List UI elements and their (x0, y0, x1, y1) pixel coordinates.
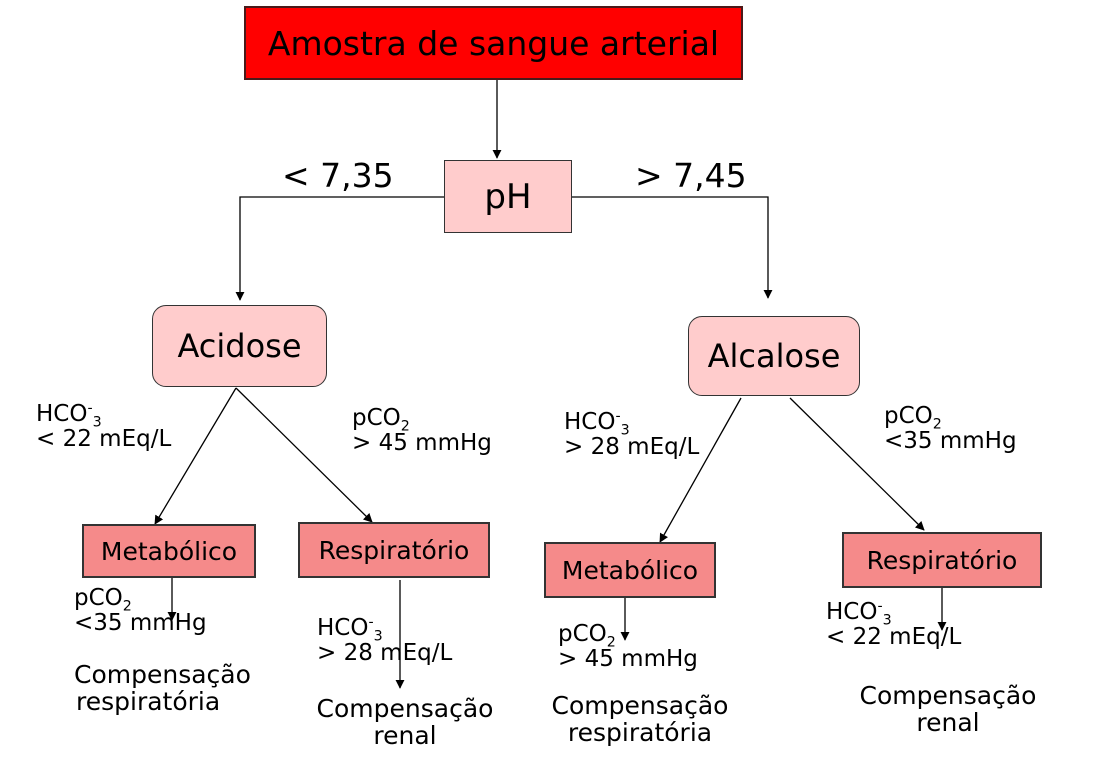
alcalose-box: Alcalose (688, 316, 860, 396)
right-threshold: > 7,45 (635, 156, 747, 195)
acid-respiratorio-compensation: Compensação renal (316, 694, 494, 750)
criterion-prefix: HCO (317, 615, 369, 641)
acid-metabolico-label: Metabólico (100, 536, 238, 566)
alcalose-right-criterion: pCO2 <35 mmHg (884, 403, 1017, 454)
alcalose-left-criterion: HCO-3 > 28 mEq/L (564, 408, 700, 460)
criterion-value: > 28 mEq/L (564, 433, 700, 460)
acidose-right-criterion: pCO2 > 45 mmHg (352, 405, 492, 456)
acid-metabolico-box: Metabólico (82, 524, 256, 578)
criterion-prefix: HCO (564, 409, 616, 435)
alc-respiratorio-label: Respiratório (866, 545, 1018, 575)
ph-label: pH (484, 176, 532, 217)
alc-respiratorio-compensation: Compensação renal (859, 681, 1037, 737)
criterion-prefix: pCO (884, 403, 933, 429)
root-box: Amostra de sangue arterial (244, 6, 743, 80)
criterion-prefix: HCO (36, 401, 88, 427)
root-label: Amostra de sangue arterial (267, 23, 720, 63)
criterion-value: < 22 mEq/L (826, 623, 962, 650)
criterion-value: > 45 mmHg (558, 645, 698, 672)
arrow-ph-to-acidose (235, 196, 444, 301)
acid-metabolico-compensation: Compensação respiratória (74, 660, 251, 716)
acid-metabolico-criterion: pCO2 <35 mmHg (74, 585, 207, 636)
arrow-alcalose-to-respiratorio (789, 397, 925, 531)
arrow-alcalose-to-metabolico (659, 397, 742, 543)
acid-respiratorio-box: Respiratório (298, 522, 490, 578)
criterion-value: < 22 mEq/L (36, 425, 172, 452)
ph-box: pH (444, 160, 572, 233)
left-threshold: < 7,35 (282, 156, 394, 195)
acidose-left-criterion: HCO-3 < 22 mEq/L (36, 400, 172, 452)
alc-metabolico-criterion: pCO2 > 45 mmHg (558, 621, 698, 672)
criterion-prefix: pCO (352, 405, 401, 431)
criterion-value: <35 mmHg (884, 427, 1017, 454)
alc-respiratorio-box: Respiratório (842, 532, 1042, 588)
acid-respiratorio-label: Respiratório (318, 535, 470, 565)
alcalose-label: Alcalose (707, 337, 841, 375)
criterion-value: <35 mmHg (74, 609, 207, 636)
arrow-ph-to-alcalose (572, 196, 773, 299)
criterion-prefix: pCO (74, 585, 123, 611)
acidose-box: Acidose (152, 305, 327, 387)
criterion-value: > 28 mEq/L (317, 639, 453, 666)
arrow-acidose-to-metabolico (154, 387, 237, 525)
criterion-prefix: pCO (558, 621, 607, 647)
criterion-value: > 45 mmHg (352, 429, 492, 456)
criterion-prefix: HCO (826, 599, 878, 625)
alc-respiratorio-criterion: HCO-3 < 22 mEq/L (826, 598, 962, 650)
acid-respiratorio-criterion: HCO-3 > 28 mEq/L (317, 614, 453, 666)
acidose-label: Acidose (177, 327, 302, 365)
alc-metabolico-compensation: Compensação respiratória (551, 691, 729, 747)
arrow-acidose-to-respiratorio (235, 387, 373, 523)
alc-metabolico-box: Metabólico (544, 542, 716, 598)
alc-metabolico-label: Metabólico (561, 555, 699, 585)
